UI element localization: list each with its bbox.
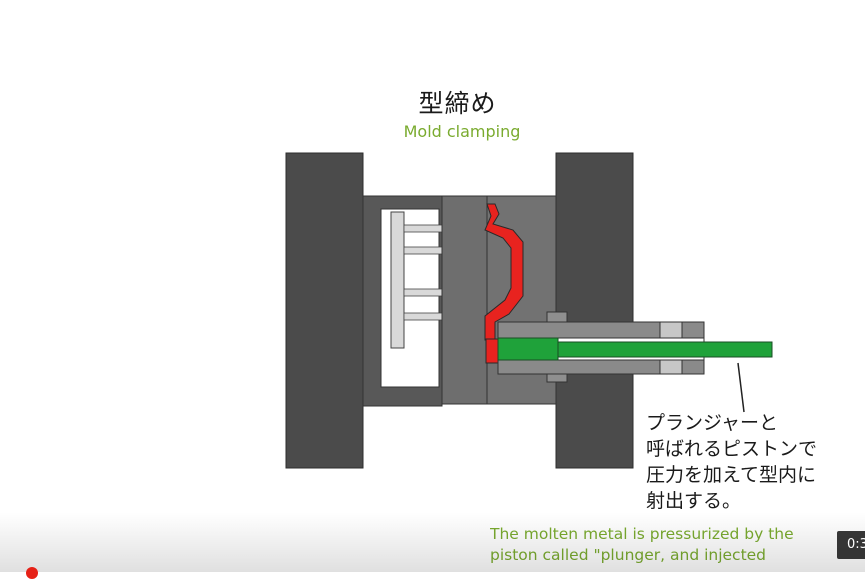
ejector-plate xyxy=(390,211,405,349)
plunger-tip xyxy=(497,337,559,361)
callout-line: 圧力を加えて型内に xyxy=(646,464,817,486)
diagram-title-japanese: 型締め xyxy=(418,89,497,118)
progress-scrubber-handle[interactable] xyxy=(26,567,38,579)
ejector-cavity xyxy=(380,208,440,388)
plunger-callout: プランジャーと 呼ばれるピストンで 圧力を加えて型内に 射出する。 xyxy=(646,410,865,514)
moving-die xyxy=(441,195,488,405)
right-platen xyxy=(555,152,634,469)
callout-leader-line xyxy=(737,362,745,413)
caption-line: piston called "plunger, and injected xyxy=(490,546,767,564)
left-platen xyxy=(285,152,364,469)
english-caption: The molten metal is pressurized by the p… xyxy=(490,524,865,566)
video-time-badge: 0:3 xyxy=(837,531,865,559)
caption-line: The molten metal is pressurized by the xyxy=(490,525,794,543)
molten-metal xyxy=(485,338,499,364)
callout-line: 呼ばれるピストンで xyxy=(646,438,818,460)
callout-line: プランジャーと xyxy=(646,412,779,434)
callout-line: 射出する。 xyxy=(646,490,742,512)
plunger-rod xyxy=(557,341,773,358)
diagram-title-english: Mold clamping xyxy=(403,122,521,141)
